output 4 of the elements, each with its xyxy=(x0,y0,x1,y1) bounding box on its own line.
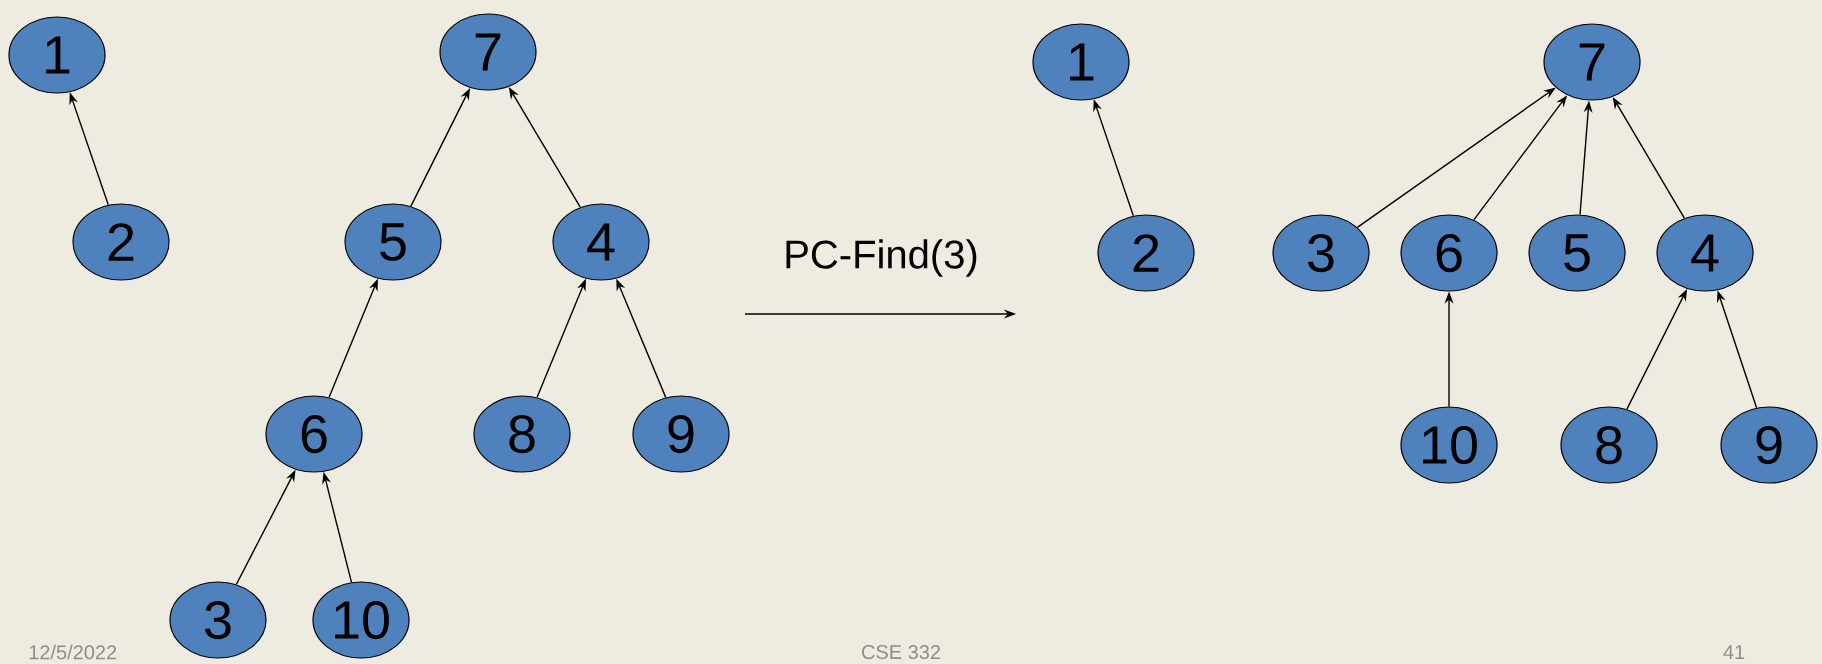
footer-title: CSE 332 xyxy=(862,644,940,660)
label-text: PC-Find(3) xyxy=(786,239,977,277)
footer-date: 12/5/2022 xyxy=(29,644,117,660)
page-number: 41 xyxy=(1723,645,1745,659)
